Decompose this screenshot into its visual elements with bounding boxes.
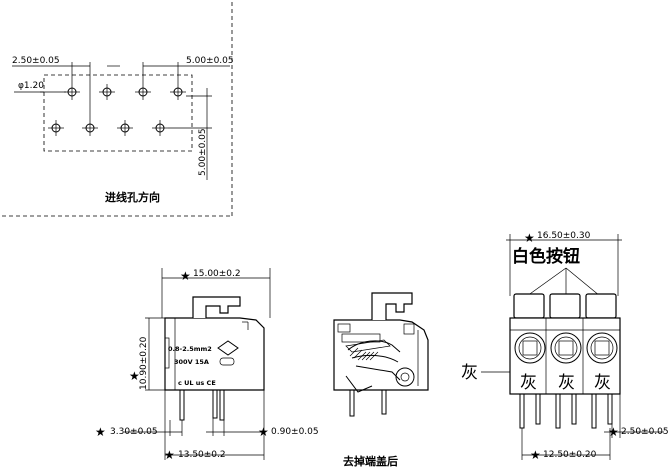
base-width-dimension: 13.50±0.2 [178,450,226,460]
marker-star: ★ [608,425,619,439]
button-color-label: 白色按钮 [512,246,580,267]
button-3 [585,293,617,319]
marker-star: ★ [530,448,541,462]
pin-offset-dimension: 3.30±0.05 [110,427,158,437]
row-gap-dimension: 5.00±0.05 [198,128,208,176]
slot-label-3: 灰 [594,373,611,393]
rating-text: 300V 15A [174,358,209,366]
footprint-outline [43,74,193,152]
side-view-caption: 去掉端盖后 [343,454,398,468]
pin-width-dimension: 0.90±0.05 [271,427,319,437]
hole-row-top [64,84,186,100]
hole-layout-view: 2.50±0.05 5.00±0.05 φ1.20 5.00±0.05 进线孔方… [2,2,234,217]
button-1 [513,293,545,319]
overall-width-dimension: 16.50±0.30 [537,231,591,241]
pin-pitch-dimension: 2.50±0.05 [621,427,669,437]
slot-label-1: 灰 [520,373,537,393]
side-view: 去掉端盖后 [333,292,429,468]
hole-diameter-label: φ1.20 [18,81,44,91]
marker-star: ★ [164,448,175,462]
cert-text: c UL us CE [178,379,216,387]
button-2 [549,293,581,319]
marker-star: ★ [258,425,269,439]
end-view: ★ 16.50±0.30 白色按钮 灰 灰 灰 灰 [461,231,669,462]
wire-range-text: 0.8-2.5mm2 [168,345,212,353]
slot-label-2: 灰 [558,373,575,393]
front-view: ★ 15.00±0.2 0.8-2.5mm2 300V 15A c UL us … [95,268,319,462]
marker-star: ★ [180,269,191,283]
front-width-dimension: 15.00±0.2 [193,269,241,279]
marker-star: ★ [129,369,140,383]
front-height-dimension: 10.90±0.20 [139,336,149,390]
body-color-label: 灰 [461,363,478,383]
pitch-dimension: 2.50±0.05 [12,56,60,66]
hole-row-bottom [48,120,168,136]
marker-star: ★ [524,231,535,245]
hole-layout-caption: 进线孔方向 [105,190,160,204]
span-dimension: 5.00±0.05 [186,56,234,66]
pin-span-dimension: 12.50±0.20 [543,450,597,460]
marker-star: ★ [95,425,106,439]
